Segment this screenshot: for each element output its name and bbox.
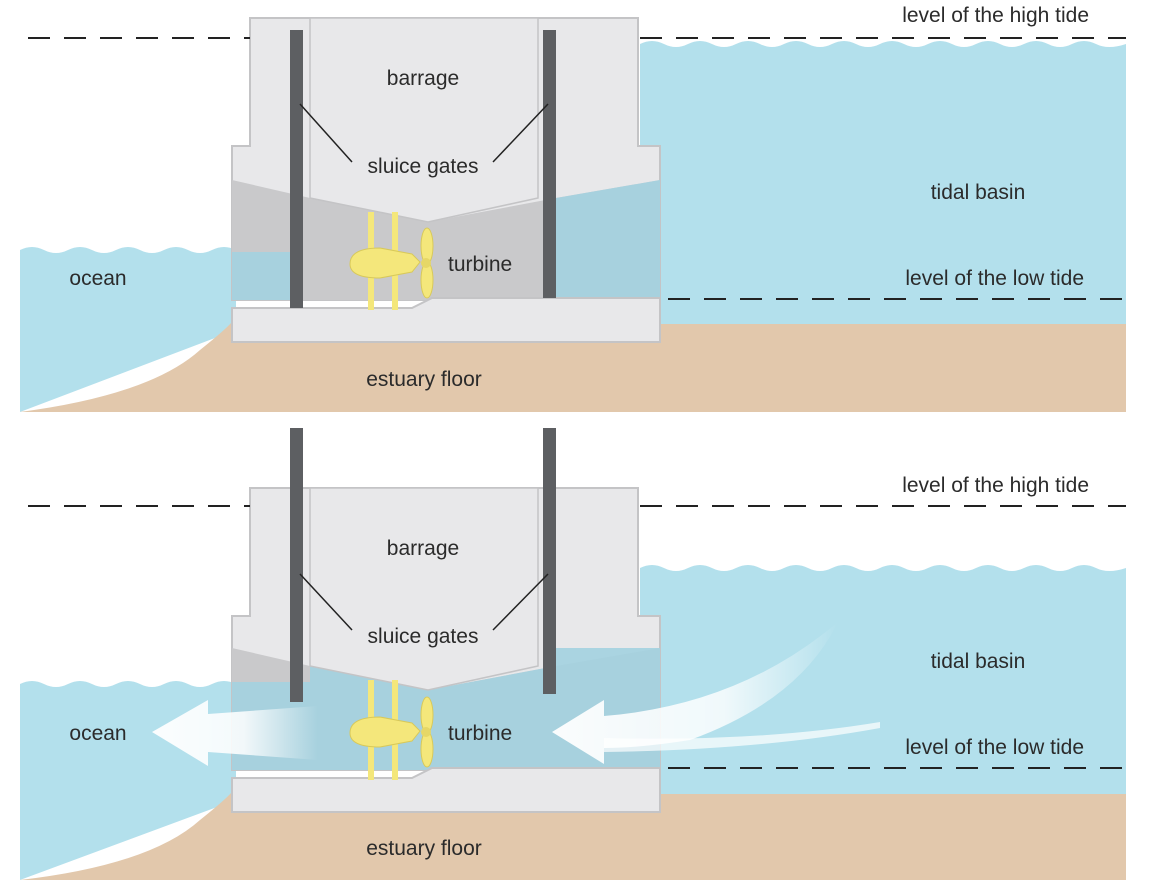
sluice-gate-right (543, 30, 556, 298)
ocean-water (20, 247, 236, 412)
barrage-base (231, 767, 661, 813)
label-sluice-gates: sluice gates (368, 625, 479, 648)
estuary-floor (20, 322, 1126, 412)
label-low-tide: level of the low tide (905, 267, 1084, 290)
sluice-gate-left (290, 428, 303, 702)
label-ocean: ocean (69, 722, 126, 745)
label-high-tide: level of the high tide (902, 474, 1089, 497)
label-low-tide: level of the low tide (905, 736, 1084, 759)
flow-arrow-basin-tail (604, 722, 880, 752)
leader-line-left (299, 103, 353, 163)
sluice-gate-right (543, 428, 556, 694)
label-estuary-floor: estuary floor (366, 837, 482, 860)
label-sluice-gates: sluice gates (368, 155, 479, 178)
label-high-tide: level of the high tide (902, 4, 1089, 27)
leader-line-right (492, 573, 549, 631)
panel-top: level of the high tide barrage sluice ga… (20, 4, 1126, 412)
turbine-icon (349, 680, 434, 780)
barrage-funnel (309, 487, 539, 691)
label-tidal-basin: tidal basin (931, 650, 1026, 673)
channel-water-ocean (232, 252, 298, 300)
label-ocean: ocean (69, 267, 126, 290)
label-tidal-basin: tidal basin (931, 181, 1026, 204)
tidal-basin-water (640, 565, 1126, 800)
sluice-gate-left (290, 30, 303, 308)
label-barrage: barrage (387, 67, 459, 90)
label-turbine: turbine (448, 722, 512, 745)
turbine-icon (349, 212, 434, 310)
channel-water-basin (556, 180, 660, 300)
leader-line-right (492, 103, 549, 163)
estuary-floor (20, 792, 1126, 880)
tidal-basin-water (640, 41, 1126, 330)
label-turbine: turbine (448, 253, 512, 276)
barrage-base (231, 297, 661, 343)
flow-arrow-to-ocean (152, 700, 318, 766)
barrage-funnel (309, 17, 539, 223)
label-estuary-floor: estuary floor (366, 368, 482, 391)
flow-arrow-basin-to-turbine (552, 622, 838, 764)
leader-line-left (299, 573, 353, 631)
label-barrage: barrage (387, 537, 459, 560)
panel-bottom: level of the high tide barrage sluice ga… (20, 428, 1126, 880)
